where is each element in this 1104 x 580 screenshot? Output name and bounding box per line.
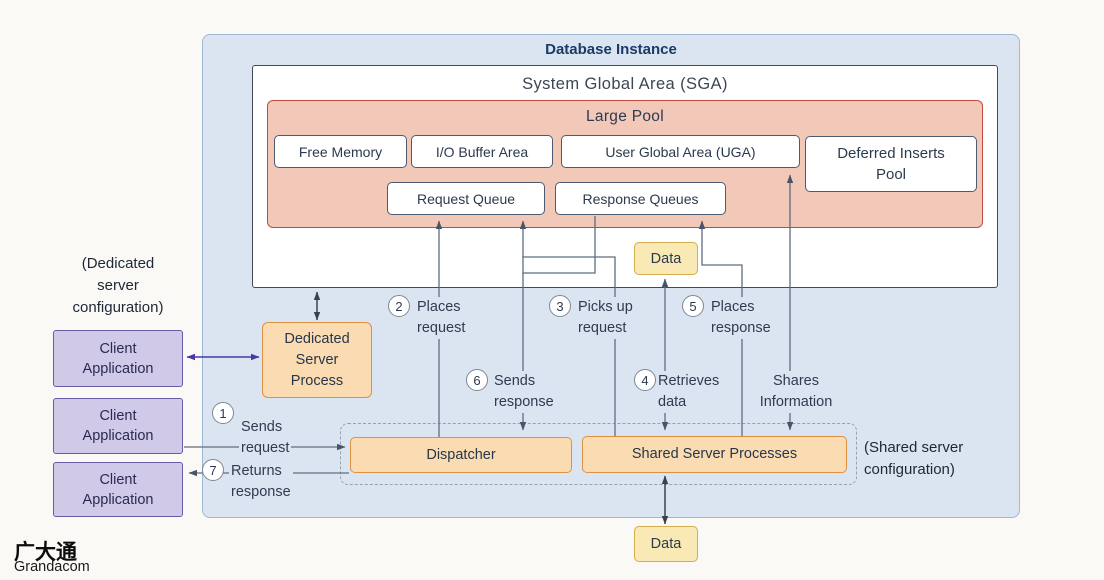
large-pool-title: Large Pool xyxy=(586,108,664,125)
client-application-box-2: Client Application xyxy=(53,398,183,454)
step-label-returns-response: Returns response xyxy=(229,461,293,503)
shared-config-label: (Shared server configuration) xyxy=(864,439,964,478)
logo-wordmark: Grandacom xyxy=(14,559,90,575)
deferred-inserts-pool-box: Deferred Inserts Pool xyxy=(805,136,977,192)
database-instance-title: Database Instance xyxy=(545,41,677,58)
data-box-top: Data xyxy=(634,242,698,275)
free-memory-box: Free Memory xyxy=(274,135,407,168)
step-label-places-request: Places request xyxy=(415,297,468,339)
dedicated-config-label: (Dedicated server configuration) xyxy=(72,255,164,316)
step-circle-3: 3 xyxy=(549,295,571,317)
dispatcher-box: Dispatcher xyxy=(350,437,572,473)
step-circle-1: 1 xyxy=(212,402,234,424)
step-label-picks-up-request: Picks up request xyxy=(576,297,635,339)
data-box-bottom: Data xyxy=(634,526,698,562)
logo-cjk: 广大通 xyxy=(14,541,77,564)
io-buffer-area-box: I/O Buffer Area xyxy=(411,135,553,168)
step-circle-6: 6 xyxy=(466,369,488,391)
request-queue-box: Request Queue xyxy=(387,182,545,215)
step-circle-5: 5 xyxy=(682,295,704,317)
step-circle-2: 2 xyxy=(388,295,410,317)
step-circle-4: 4 xyxy=(634,369,656,391)
step-label-sends-request: Sends request xyxy=(239,417,292,459)
dedicated-server-process-box: Dedicated Server Process xyxy=(262,322,372,398)
shared-server-processes-box: Shared Server Processes xyxy=(582,436,847,473)
shares-information-label: Shares Information xyxy=(748,371,844,413)
client-application-box-3: Client Application xyxy=(53,462,183,517)
step-label-retrieves-data: Retrieves data xyxy=(656,371,722,413)
sga-title: System Global Area (SGA) xyxy=(522,75,728,93)
client-application-box-1: Client Application xyxy=(53,330,183,387)
step-label-places-response: Places response xyxy=(709,297,773,339)
user-global-area-box: User Global Area (UGA) xyxy=(561,135,800,168)
response-queues-box: Response Queues xyxy=(555,182,726,215)
step-label-sends-response: Sends response xyxy=(492,371,556,413)
step-circle-7: 7 xyxy=(202,459,224,481)
